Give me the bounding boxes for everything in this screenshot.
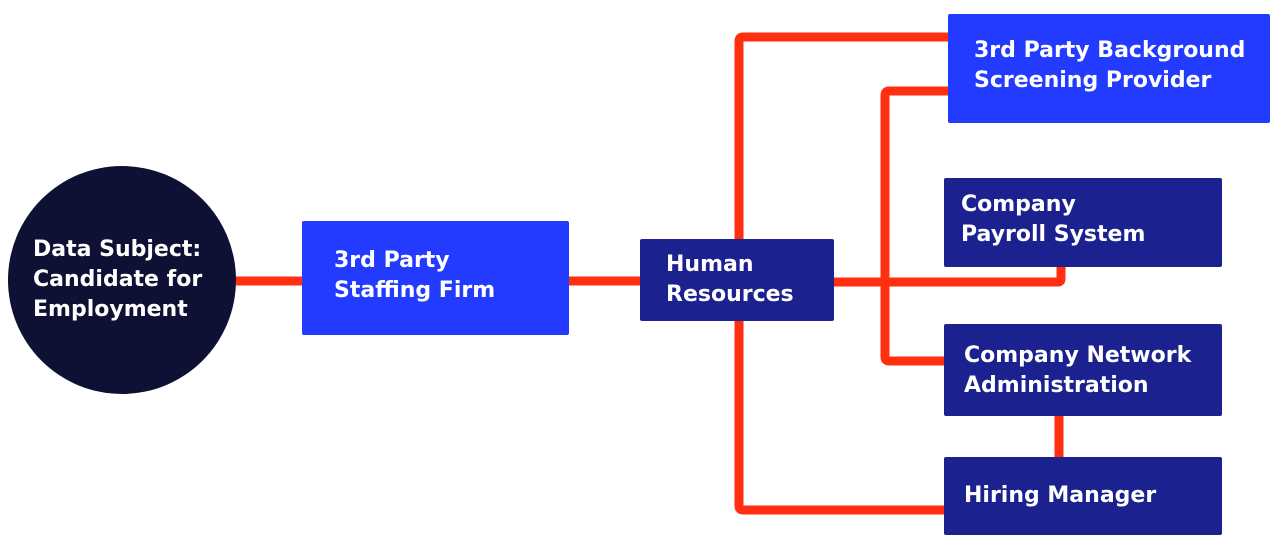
- background-screening-line-1: 3rd Party Background: [974, 38, 1246, 63]
- payroll-system-line-2: Payroll System: [961, 222, 1146, 247]
- hiring-manager-label: Hiring Manager: [964, 483, 1157, 508]
- data-subject-line-1: Data Subject:: [33, 237, 202, 262]
- human-resources-line-1: Human: [666, 252, 754, 277]
- network-administration-node: Company Network Administration: [944, 324, 1222, 416]
- connector-hr-to-hiring-manager: [734, 321, 946, 515]
- data-subject-node: Data Subject: Candidate for Employment: [8, 166, 236, 394]
- staffing-firm-line-1: 3rd Party: [334, 248, 450, 273]
- connector-background-to-network: [880, 86, 950, 366]
- human-resources-node: Human Resources: [640, 239, 834, 321]
- data-subject-line-3: Employment: [33, 297, 188, 322]
- connector-hr-to-background-top: [734, 32, 950, 240]
- hiring-manager-node: Hiring Manager: [944, 457, 1222, 535]
- network-administration-line-1: Company Network: [964, 343, 1192, 368]
- staffing-firm-line-2: Staffing Firm: [334, 278, 496, 303]
- data-subject-line-2: Candidate for: [33, 267, 203, 292]
- connector-hr-to-payroll: [832, 266, 1066, 287]
- network-administration-line-2: Administration: [964, 373, 1149, 398]
- payroll-system-line-1: Company: [961, 192, 1076, 217]
- staffing-firm-node: 3rd Party Staffing Firm: [302, 221, 569, 335]
- payroll-system-node: Company Payroll System: [944, 178, 1222, 267]
- background-screening-line-2: Screening Provider: [974, 68, 1212, 93]
- background-screening-node: 3rd Party Background Screening Provider: [948, 14, 1270, 123]
- human-resources-line-2: Resources: [666, 282, 794, 307]
